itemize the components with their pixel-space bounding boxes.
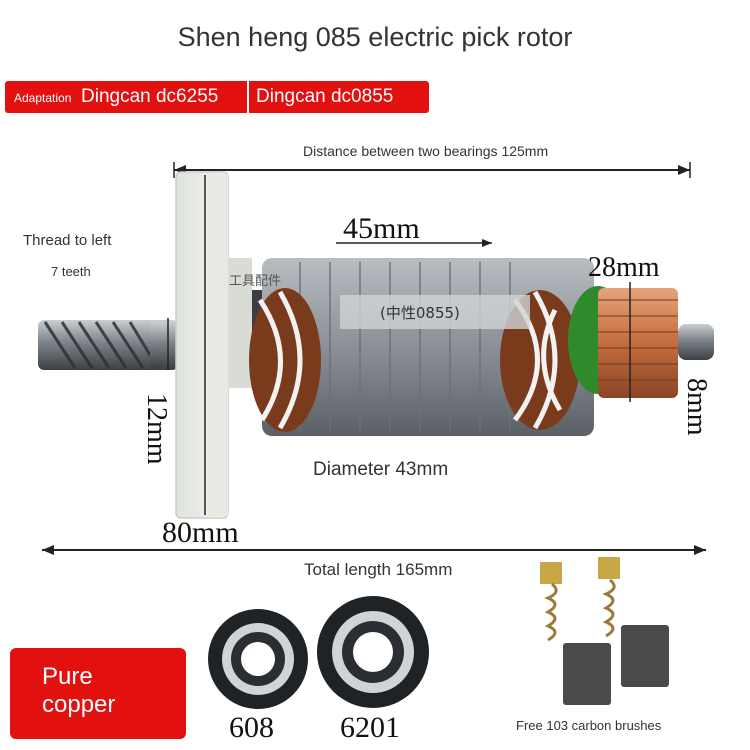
page-title: Shen heng 085 electric pick rotor (177, 22, 573, 52)
commutator-label: 28mm (588, 252, 660, 283)
adaptation-tag (5, 81, 429, 113)
total-length-label: Total length 165mm (304, 560, 453, 579)
shaft-end-label: 8mm (681, 378, 712, 436)
thread-direction-label: Thread to left (23, 232, 112, 249)
adaptation-divider (247, 81, 249, 113)
badge-text: Pure copper (42, 663, 115, 719)
adaptation-model-2: Dingcan dc0855 (256, 86, 394, 107)
fan-stamp: 工具配件 (229, 273, 282, 288)
bearing-6201-label: 6201 (340, 711, 400, 744)
adaptation-model-1: Dingcan dc6255 (81, 86, 219, 107)
carbon-brushes-label: Free 103 carbon brushes (516, 718, 662, 733)
bearing-608-label: 608 (229, 711, 274, 744)
badge-line-1: Pure (42, 663, 93, 690)
pure-copper-badge (10, 648, 186, 739)
armature-length-label: 45mm (343, 212, 420, 245)
badge-line-2: copper (42, 691, 116, 718)
diameter-label: Diameter 43mm (313, 459, 449, 480)
fan-diameter-label: 80mm (162, 516, 239, 549)
adaptation-label: Adaptation (14, 91, 72, 105)
shaft-front-label: 12mm (141, 393, 172, 465)
thread-teeth-label: 7 teeth (51, 264, 91, 279)
bearing-distance-label: Distance between two bearings 125mm (303, 143, 549, 159)
rotor-marking: (中性0855) (380, 304, 460, 322)
